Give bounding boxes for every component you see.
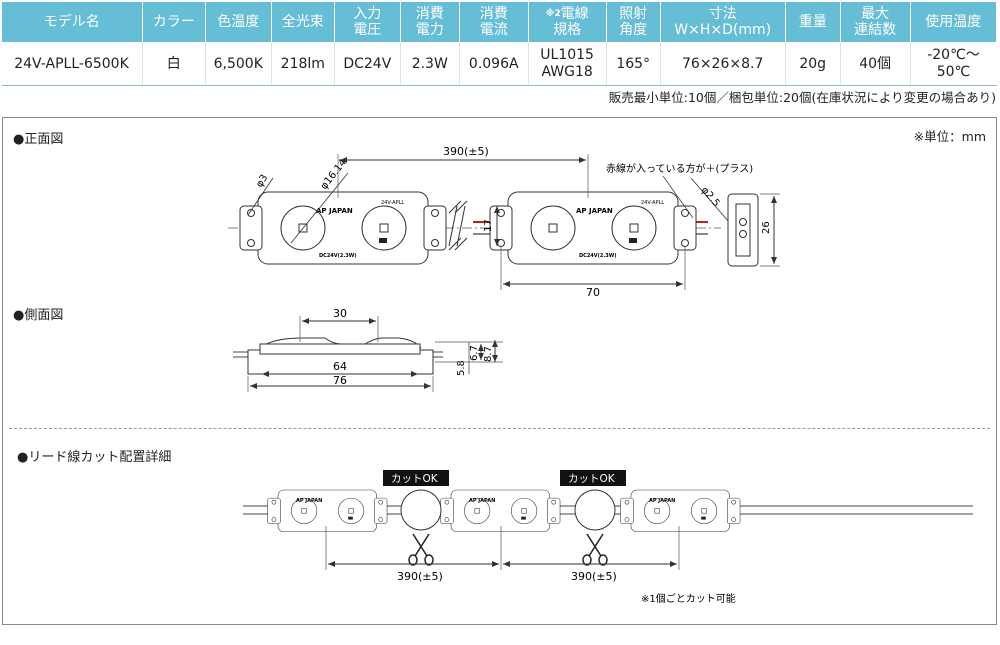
cut-pitch-dimension-1: 390(±5): [397, 570, 443, 583]
table-row: 24V-APLL-6500K 白 6,500K 218lm DC24V 2.3W…: [1, 42, 997, 86]
header-angle: 照射角度: [605, 1, 661, 43]
cell-color: 白: [141, 42, 206, 86]
technical-drawing: AP JAPAN 24V-APLL DC24V(2.3W) AP JAPAN 2…: [228, 145, 973, 605]
width-30-dimension: 30: [333, 307, 347, 320]
header-operating-temp: 使用温度: [909, 1, 998, 43]
cut-note: ※1個ごとカット可能: [641, 592, 736, 605]
hole-diameter-label: φ3: [254, 173, 270, 190]
header-color-temp: 色温度: [204, 1, 272, 43]
wire-diameter-label: φ2.5: [699, 185, 722, 209]
cell-power: 2.3W: [399, 42, 460, 86]
cut-ok-badge-2: [560, 470, 626, 486]
module-brand-label: AP JAPAN: [316, 207, 353, 215]
spec-table: モデル名 カラー 色温度 全光束 入力電圧 消費電力 消費電流 ※2電線規格 照…: [1, 1, 998, 86]
cell-color-temp: 6,500K: [204, 42, 272, 86]
header-input-voltage: 入力電圧: [334, 1, 401, 43]
width-70-dimension: 70: [586, 286, 600, 299]
unit-note: ※単位：mm: [913, 129, 986, 144]
height-8-7-dimension: 8.7: [483, 346, 494, 362]
header-max-connection: 最大連結数: [839, 1, 911, 43]
module-rating-label: DC24V(2.3W): [319, 253, 357, 259]
cell-max-connection: 40個: [839, 42, 911, 86]
module-rating-label-2: DC24V(2.3W): [579, 253, 617, 259]
cut-module-brand-3: AP JAPAN: [649, 498, 675, 504]
section-cut-detail: ●リード線カット配置詳細: [17, 450, 172, 465]
sales-unit-note: 販売最小単位:10個／梱包単位:20個(在庫状況により変更の場合あり): [608, 90, 996, 105]
cell-weight: 20g: [784, 42, 841, 86]
cut-ok-label-2: カットOK: [568, 473, 616, 485]
front-view-drawing: AP JAPAN 24V-APLL DC24V(2.3W) AP JAPAN 2…: [228, 145, 780, 299]
cut-ok-label-1: カットOK: [391, 473, 439, 485]
height-26-dimension: 26: [761, 221, 772, 234]
cell-input-voltage: DC24V: [334, 42, 401, 86]
cell-dimensions: 76×26×8.7: [659, 42, 786, 86]
scissors-icon-2: [582, 533, 608, 566]
width-64-dimension: 64: [333, 360, 347, 373]
section-divider: [9, 428, 990, 429]
module-model-label: 24V-APLL: [381, 200, 404, 206]
cell-flux: 218lm: [270, 42, 335, 86]
header-current: 消費電流: [458, 1, 529, 43]
lens-diameter-label: φ16.14: [319, 157, 349, 192]
cut-module-brand-1: AP JAPAN: [296, 498, 322, 504]
cell-operating-temp: -20℃〜50℃: [909, 42, 997, 86]
cut-module-brand-2: AP JAPAN: [469, 498, 495, 504]
cell-current: 0.096A: [458, 42, 529, 86]
header-model: モデル名: [1, 1, 143, 43]
cell-model: 24V-APLL-6500K: [1, 42, 142, 86]
cell-angle: 165°: [605, 42, 661, 86]
red-wire-note: 赤線が入っている方が＋(プラス): [606, 162, 753, 175]
cut-ok-badge-1: [383, 470, 449, 486]
section-side-view: ●側面図: [13, 308, 64, 323]
cut-pitch-dimension-2: 390(±5): [571, 570, 617, 583]
scissors-icon: [408, 533, 434, 566]
cut-detail-drawing: AP JAPAN AP JAPAN AP JAPAN カットOK カットOK: [243, 470, 973, 605]
header-power: 消費電力: [399, 1, 460, 43]
header-wire: ※2電線規格: [527, 1, 607, 43]
pitch-dimension: 390(±5): [443, 145, 489, 158]
height-5-8-dimension: 5.8: [456, 360, 467, 376]
header-color: カラー: [141, 1, 206, 43]
height-6-7-dimension: 6.7: [469, 345, 480, 361]
header-weight: 重量: [784, 1, 841, 43]
side-view-drawing: 30 64 76 5.8 6.7 8.7: [233, 307, 503, 392]
hole-pitch-dimension: 17: [483, 219, 494, 232]
header-flux: 全光束: [270, 1, 336, 43]
drawing-frame: ●正面図 ※単位：mm ●側面図 ●リード線カット配置詳細: [2, 117, 997, 625]
module-brand-label-2: AP JAPAN: [576, 207, 613, 215]
module-model-label-2: 24V-APLL: [641, 200, 664, 206]
section-front-view: ●正面図: [13, 132, 64, 147]
width-76-dimension: 76: [333, 374, 347, 387]
